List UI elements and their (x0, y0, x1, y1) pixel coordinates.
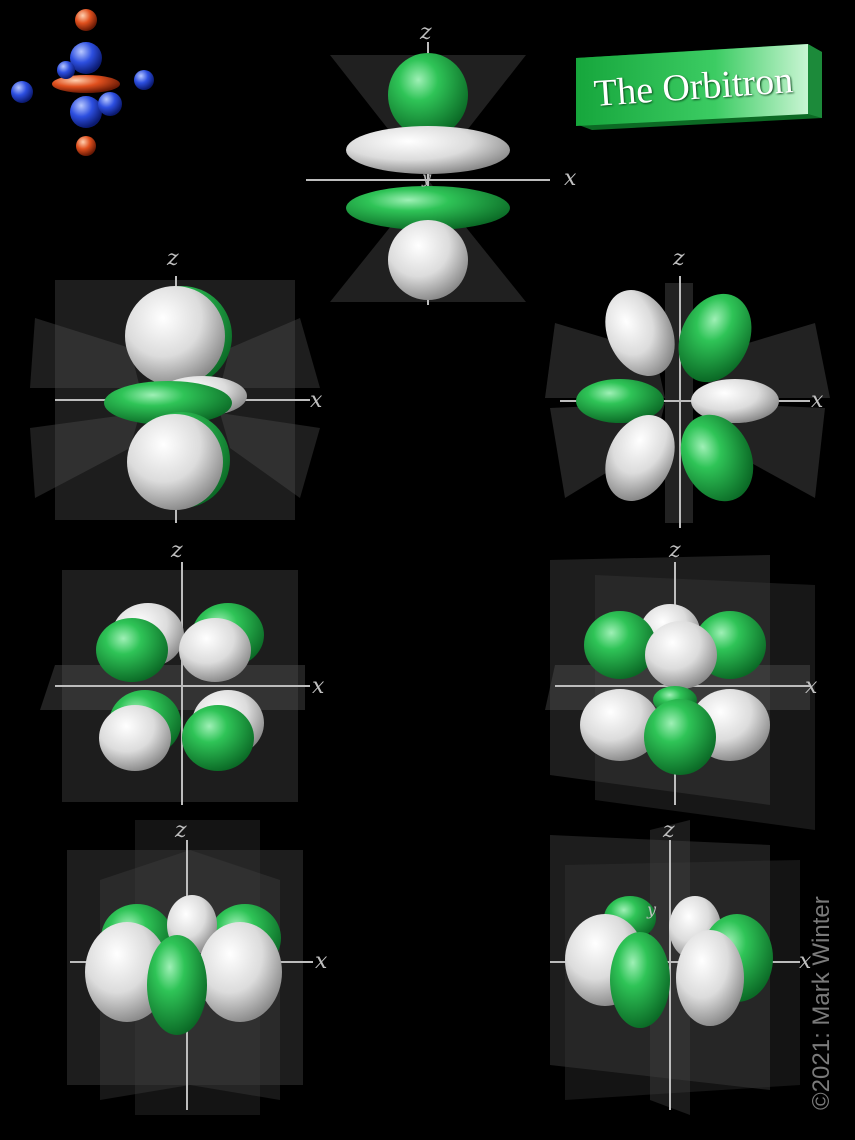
z-axis-label: z (669, 538, 681, 563)
z-axis-label: z (663, 818, 675, 843)
orbitron-logo-icon (8, 6, 168, 166)
z-axis-label: z (175, 818, 187, 843)
copyright-text: ©2021: Mark Winter (808, 896, 835, 1110)
orbitron-fxz2-panel: z x (30, 248, 330, 533)
x-axis-label: x (310, 388, 323, 413)
y-axis-label: y (422, 168, 432, 187)
orbitron-fz-x2-y2-panel: z x (545, 540, 845, 830)
x-axis-label: x (799, 949, 812, 974)
orbitron-banner[interactable]: The Orbitron (576, 42, 822, 132)
z-axis-label: z (171, 538, 183, 563)
orbitron-fx-x2-3y2-panel: z x (545, 248, 845, 533)
y-axis-label: y (647, 900, 657, 919)
x-axis-label: x (805, 674, 818, 699)
orbitron-fx3-3xy2-panel: z x y (545, 820, 815, 1120)
orbitron-fy3x2-y2-panel: z x (55, 820, 345, 1120)
x-axis-label: x (811, 388, 824, 413)
x-axis-label: x (315, 949, 328, 974)
z-axis-label: z (673, 246, 685, 271)
z-axis-label: z (420, 20, 432, 45)
orbitron-fz3-panel: z x y (300, 20, 590, 310)
x-axis-label: x (312, 674, 325, 699)
orbitron-fxyz-panel: z x (40, 540, 340, 810)
x-axis-label: x (564, 166, 577, 191)
z-axis-label: z (167, 246, 179, 271)
